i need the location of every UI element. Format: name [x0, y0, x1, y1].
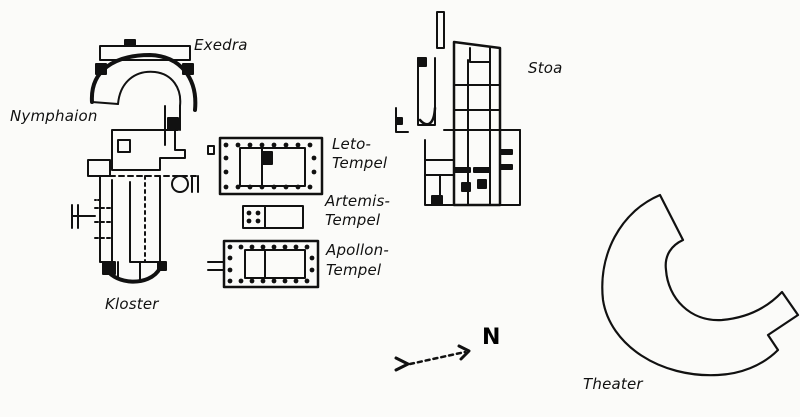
stoa-plan — [395, 11, 521, 207]
nymphaion-label: Nymphaion — [10, 107, 98, 125]
theater-label: Theater — [583, 375, 643, 393]
artemis-temple-label-line2: Tempel — [325, 211, 381, 229]
leto-temple-label-line2: Tempel — [332, 154, 388, 172]
kloster-plan — [71, 175, 167, 284]
apollon-temple-label-line2: Tempel — [326, 261, 382, 279]
exedra-label: Exedra — [194, 36, 248, 54]
apollon-temple-label-line1: Apollon- — [326, 241, 389, 259]
kloster-label: Kloster — [105, 295, 159, 313]
artemis-temple-label-line1: Artemis- — [325, 192, 391, 210]
exedra-plan — [89, 39, 198, 146]
stoa-label: Stoa — [528, 59, 563, 77]
nymphaion-plan — [87, 129, 201, 193]
theater-plan — [601, 193, 800, 377]
north-arrow — [394, 344, 471, 372]
apollon-temple-plan — [207, 239, 320, 289]
north-label: N — [482, 325, 501, 350]
leto-temple-plan — [207, 136, 324, 196]
artemis-temple-plan — [242, 205, 304, 229]
leto-temple-label-line1: Leto- — [332, 135, 372, 153]
